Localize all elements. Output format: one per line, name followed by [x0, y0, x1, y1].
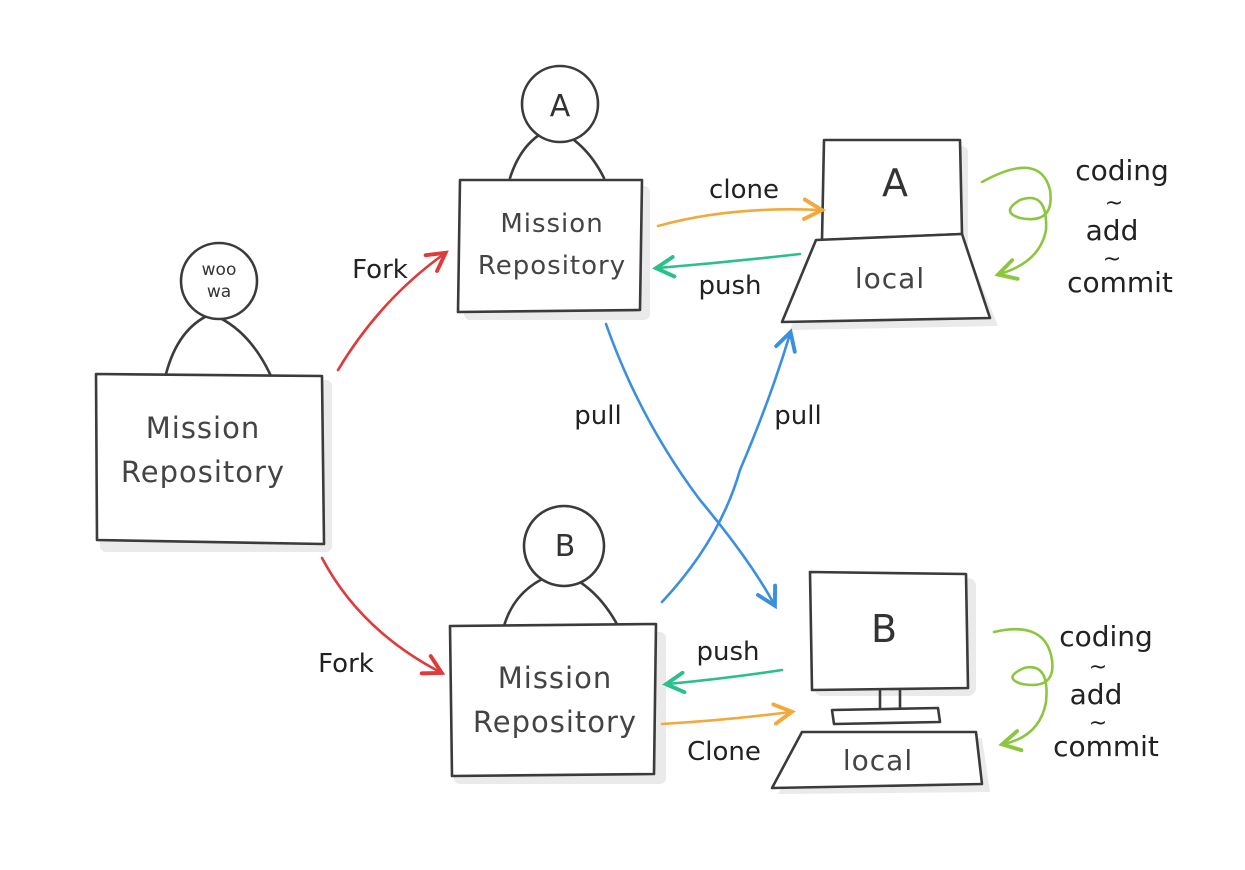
origin-repo-title-line1: Mission [146, 411, 260, 445]
fork-b-owner-avatar: B [502, 504, 620, 628]
push-b-label: push [696, 637, 759, 667]
fork-arrow-top [336, 254, 444, 372]
fork-top-label: Fork [352, 255, 408, 285]
fork-b-owner-label: B [555, 529, 576, 564]
workflow-b-step-add: add [1070, 678, 1123, 711]
origin-owner-label-line2: wa [207, 282, 231, 302]
origin-repo-title-line2: Repository [121, 455, 285, 489]
origin-owner-avatar: woo wa [164, 241, 274, 378]
local-a-label: local [855, 262, 925, 295]
origin-repository-box [94, 372, 326, 546]
pull-arrow-a-to-local-b [604, 322, 774, 604]
fork-a-repo-title-line2: Repository [478, 251, 626, 281]
pull-left-label: pull [574, 401, 621, 431]
fork-a-repo-title-line1: Mission [500, 209, 603, 239]
fork-a-owner-avatar: A [508, 64, 606, 180]
workflow-b-step-coding: coding [1059, 620, 1153, 653]
local-b-label: local [843, 744, 913, 777]
workflow-a-step-coding: coding [1075, 154, 1169, 187]
workflow-b-step-commit: commit [1053, 730, 1159, 763]
fork-b-repo-title-line2: Repository [473, 705, 637, 739]
workflow-b-loop-arrow [992, 627, 1054, 744]
origin-owner-label-line1: woo [202, 260, 237, 280]
fork-b-repository-box [448, 622, 658, 778]
workflow-a-sep2: ~ [1103, 247, 1121, 272]
local-b-monitor [808, 570, 970, 692]
workflow-b-sep1: ~ [1089, 655, 1107, 680]
workflow-a-step-add: add [1086, 214, 1139, 247]
local-b-monitor-stand [878, 688, 902, 710]
fork-bottom-label: Fork [318, 649, 374, 679]
pull-arrow-b-to-local-a [660, 334, 790, 604]
local-a-screen-label: A [882, 161, 908, 205]
fork-b-repository-node: B Mission Repository [448, 504, 666, 784]
local-b-keyboard [770, 730, 984, 790]
workflow-a-steps: coding ~ add ~ commit [1067, 154, 1173, 299]
fork-arrow-bottom [320, 556, 440, 672]
workflow-a-loop-arrow [980, 166, 1052, 274]
fork-b-repo-title-line1: Mission [498, 661, 612, 695]
clone-a-label: clone [709, 175, 779, 205]
local-a-laptop: A local [780, 138, 998, 330]
workflow-a-sep1: ~ [1105, 191, 1123, 216]
workflow-b-steps: coding ~ add ~ commit [1053, 620, 1159, 763]
origin-repository-node: woo wa Mission Repository [94, 241, 332, 552]
workflow-b-sep2: ~ [1089, 711, 1107, 736]
clone-b-arrow [660, 712, 790, 724]
fork-a-repository-box [456, 178, 644, 314]
fork-a-repository-node: A Mission Repository [456, 64, 650, 320]
local-b-desktop: B local [770, 570, 990, 794]
clone-a-arrow [656, 209, 820, 228]
workflow-a-step-commit: commit [1067, 266, 1173, 299]
push-a-arrow [658, 252, 802, 268]
local-b-screen-label: B [871, 607, 897, 651]
pull-right-label: pull [774, 401, 821, 431]
local-b-monitor-foot [830, 706, 942, 726]
clone-b-label: Clone [687, 737, 761, 767]
local-a-laptop-base [780, 232, 992, 324]
push-b-arrow [668, 668, 784, 684]
fork-a-owner-label: A [550, 89, 571, 124]
push-a-label: push [698, 271, 761, 301]
